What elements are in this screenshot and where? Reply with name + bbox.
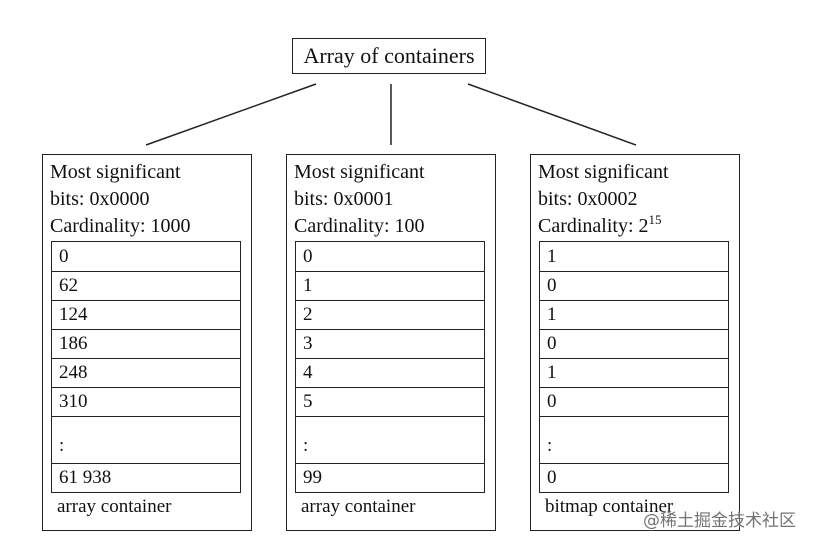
value-cell: 5 [296,387,484,416]
header-line-1: Most significant [538,161,669,183]
header-line-2: bits: 0x0002 [538,188,638,210]
bit-cell: 0 [540,329,728,358]
value-cell: 61 938 [52,463,240,492]
cardinality-text: Cardinality: 1000 [50,215,191,237]
array-of-containers-label: Array of containers [303,43,475,68]
value-cell: 124 [52,300,240,329]
container-type-label: array container [57,496,172,517]
bit-cell: 0 [540,463,728,492]
watermark-text: @稀土掘金技术社区 [643,511,796,531]
container-header: Most significant bits: 0x0001 Cardinalit… [294,159,494,240]
header-line-1: Most significant [294,161,425,183]
container-header: Most significant bits: 0x0000 Cardinalit… [50,159,250,240]
value-cell: 62 [52,271,240,300]
value-cell: 99 [296,463,484,492]
value-cell: 186 [52,329,240,358]
header-line-1: Most significant [50,161,181,183]
ellipsis-cell: : [52,416,240,463]
value-cell: 1 [296,271,484,300]
cardinality-line: Cardinality: 215 [538,213,738,240]
bit-cells: 1 0 1 0 1 0 : 0 [539,241,729,493]
value-cell: 0 [303,245,313,267]
bit-cell: 1 [540,300,728,329]
bit-cell: 1 [540,358,728,387]
bit-cell: 0 [540,271,728,300]
value-cells: 0 62 124 186 248 310 : 61 938 [51,241,241,493]
bit-cell: 1 [547,245,557,267]
value-cell: 3 [296,329,484,358]
cardinality-text: Cardinality: 2 [538,215,649,237]
container-type-label: bitmap container [545,496,674,517]
array-of-containers-box: Array of containers [292,38,486,74]
header-line-2: bits: 0x0001 [294,188,394,210]
value-cell: 4 [296,358,484,387]
container-type-label: array container [301,496,416,517]
value-cell: 310 [52,387,240,416]
container-header: Most significant bits: 0x0002 Cardinalit… [538,159,738,240]
cardinality-line: Cardinality: 100 [294,213,494,240]
bit-cell: 0 [540,387,728,416]
cardinality-text: Cardinality: 100 [294,215,425,237]
container-0x0000: Most significant bits: 0x0000 Cardinalit… [42,154,252,531]
cardinality-line: Cardinality: 1000 [50,213,250,240]
container-0x0002: Most significant bits: 0x0002 Cardinalit… [530,154,740,531]
connector-line-right [467,83,637,146]
header-line-2: bits: 0x0000 [50,188,150,210]
value-cell: 0 [59,245,69,267]
cardinality-exponent: 15 [648,212,662,227]
value-cell: 2 [296,300,484,329]
value-cells: 0 1 2 3 4 5 : 99 [295,241,485,493]
ellipsis-cell: : [296,416,484,463]
container-0x0001: Most significant bits: 0x0001 Cardinalit… [286,154,496,531]
connector-line-left [145,83,317,146]
value-cell: 248 [52,358,240,387]
ellipsis-cell: : [540,416,728,463]
